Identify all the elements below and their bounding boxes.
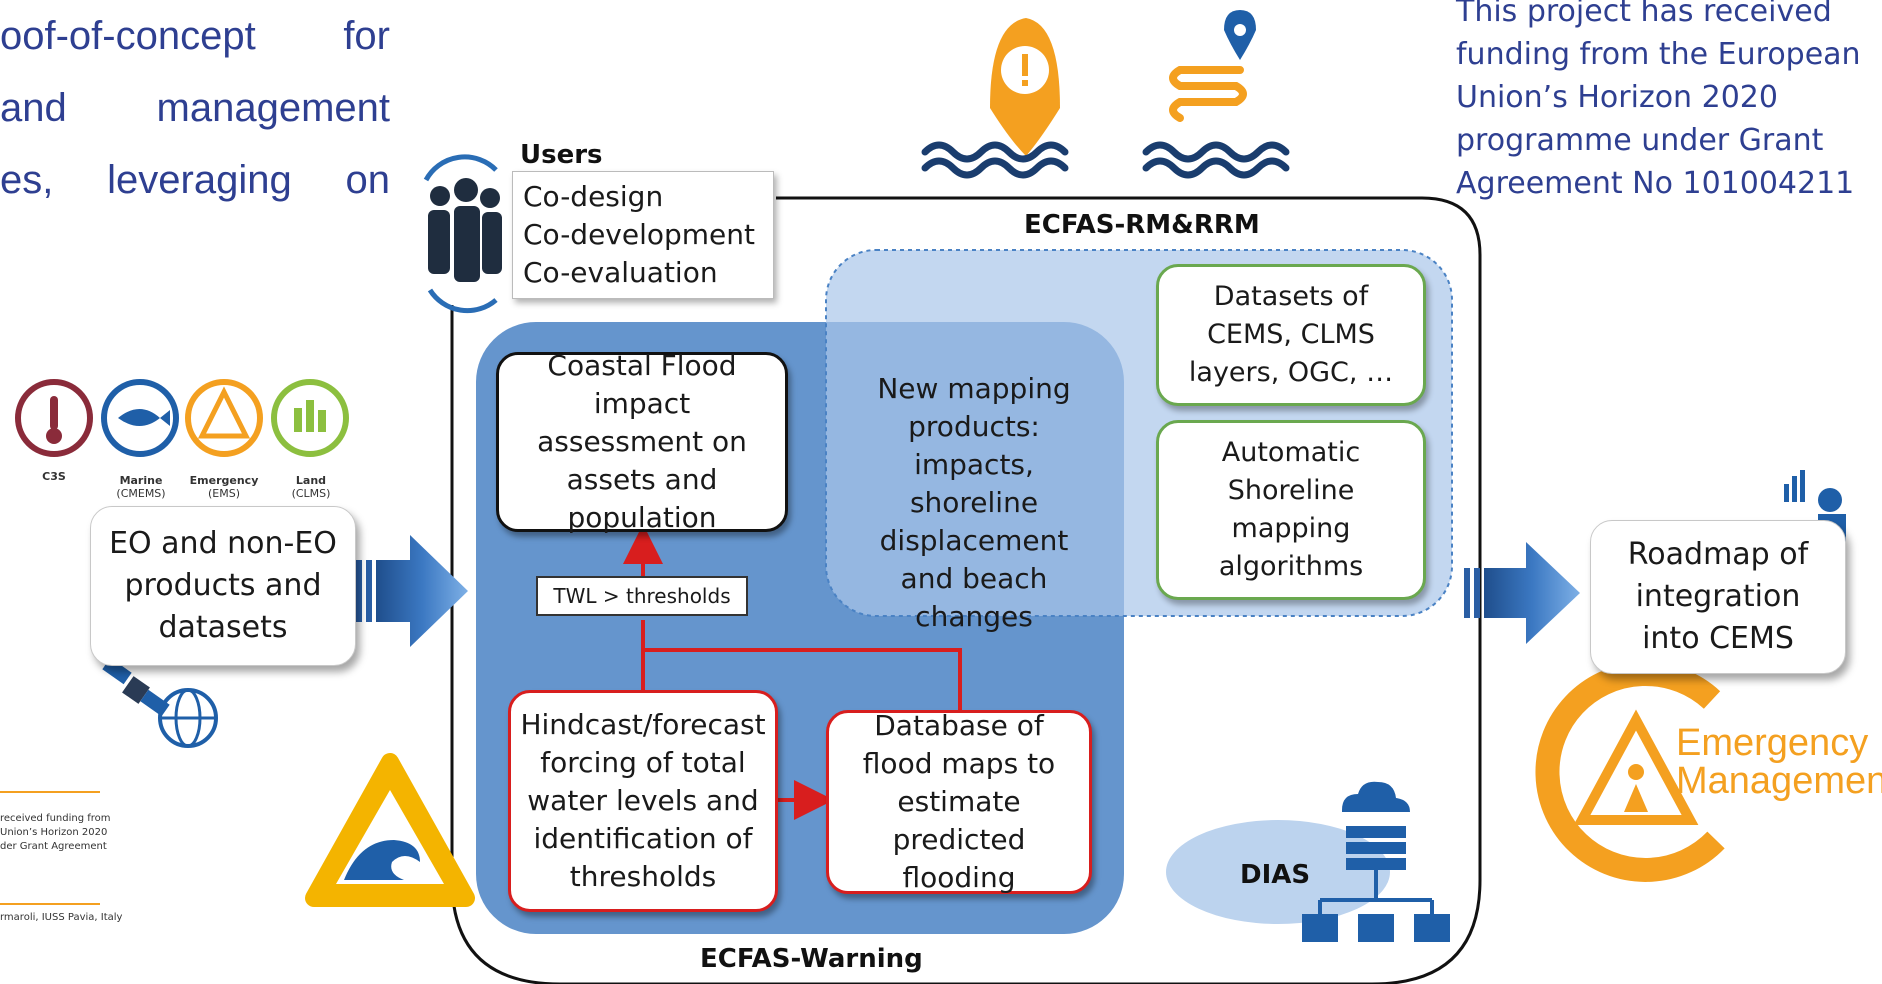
cmems-logo-icon — [101, 379, 179, 457]
emergency-management-logo-text: Emergency Management — [1676, 722, 1882, 802]
flood-database-box: Database of flood maps to estimate predi… — [826, 709, 1092, 894]
twl-threshold-box: TWL > thresholds — [536, 576, 748, 616]
funding-line: funding from the European — [1456, 37, 1861, 72]
mapping-products-text: New mapping products: impacts, shoreline… — [877, 372, 1071, 633]
output-arrow-icon — [1464, 542, 1580, 644]
hindcast-forecast-box: Hindcast/forecast forcing of total water… — [508, 690, 778, 912]
funding-line: programme under Grant — [1456, 123, 1824, 158]
users-item: Co-design — [523, 180, 664, 213]
service-label-c3s: C3S — [42, 470, 66, 483]
users-item: Co-evaluation — [523, 256, 718, 289]
intro-line: es, leveraging on — [0, 158, 390, 202]
footer-affiliation-text: rmaroli, IUSS Pavia, Italy — [0, 912, 123, 923]
route-pin-icon — [1169, 10, 1256, 122]
tsunami-warning-icon — [305, 753, 475, 907]
funding-line: This project has received — [1456, 0, 1832, 29]
eo-datasets-box: EO and non-EO products and datasets — [90, 506, 356, 666]
dias-label: DIAS — [1240, 860, 1311, 890]
service-label-emergency: Emergency(EMS) — [189, 474, 259, 500]
red-connectors — [623, 524, 962, 820]
c3s-logo-icon — [15, 379, 93, 457]
shoreline-algorithms-box: Automatic Shoreline mapping algorithms — [1156, 420, 1426, 600]
emergency-management-logo-icon — [1535, 661, 1725, 882]
dias-icon — [1166, 781, 1450, 942]
users-item: Co-development — [523, 218, 756, 251]
users-group-icon — [423, 154, 502, 314]
warning-region-label: ECFAS-Warning — [700, 944, 923, 974]
waves-icon — [921, 141, 1290, 179]
intro-text: oof-of-concept for and management es, le… — [0, 0, 390, 216]
footer-funding-text: received funding from Union’s Horizon 20… — [0, 813, 111, 852]
satellite-globe-icon — [102, 657, 218, 748]
clms-logo-icon — [271, 379, 349, 457]
users-title: Users — [520, 140, 603, 170]
funding-statement: This project has received funding from t… — [1456, 0, 1876, 205]
rm-region-label: ECFAS-RM&RRM — [1024, 210, 1260, 240]
users-box: Co-design Co-development Co-evaluation — [512, 171, 774, 299]
datasets-cems-box: Datasets of CEMS, CLMS layers, OGC, … — [1156, 264, 1426, 406]
intro-line: and management — [0, 86, 390, 130]
ems-logo-icon — [185, 379, 263, 457]
funding-line: Agreement No 101004211 — [1456, 166, 1855, 201]
ecfas-frame — [450, 196, 1482, 984]
coastal-impact-box: Coastal Flood impact assessment on asset… — [496, 349, 788, 534]
funding-line: Union’s Horizon 2020 — [1456, 80, 1778, 115]
input-arrow-icon — [356, 535, 468, 647]
roadmap-box: Roadmap of integration into CEMS — [1590, 520, 1846, 674]
intro-line: oof-of-concept for — [0, 14, 390, 58]
service-label-marine: Marine(CMEMS) — [116, 474, 166, 500]
service-label-land: Land(CLMS) — [291, 474, 331, 500]
alert-pin-icon — [990, 18, 1060, 156]
